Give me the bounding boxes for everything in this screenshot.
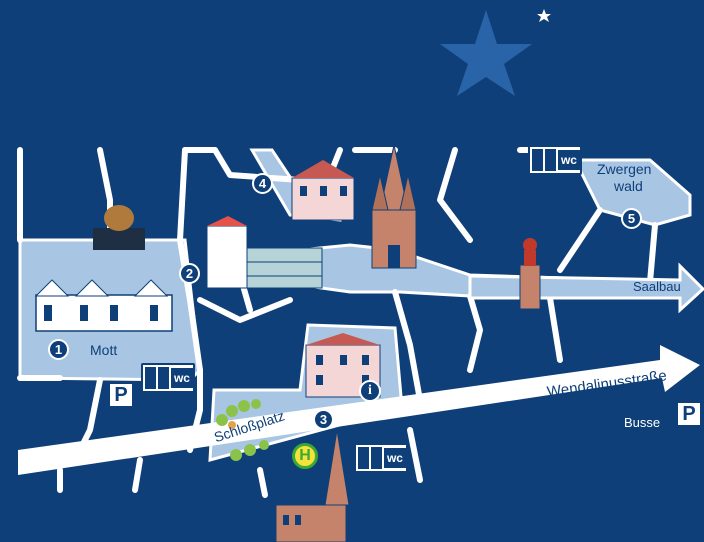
- person-icon: [370, 447, 382, 469]
- person-icon: [145, 367, 156, 389]
- museum-building: [93, 205, 145, 250]
- bus-stop-icon[interactable]: H: [292, 443, 318, 469]
- schlossplatz-trees: [216, 399, 269, 461]
- label-zwergenwald-2: wald: [614, 178, 643, 194]
- saalbau-road: [468, 262, 704, 314]
- wendalinusstrasse-road: [18, 345, 700, 475]
- modern-building: [206, 216, 323, 289]
- marker-3[interactable]: 3: [313, 409, 334, 430]
- person-icon: [157, 367, 169, 389]
- large-star-icon: [440, 10, 532, 96]
- wc-sign-church[interactable]: wc: [354, 443, 408, 473]
- palace-building: [291, 160, 355, 221]
- label-saalbau: Saalbau: [633, 279, 681, 294]
- wc-text: wc: [170, 368, 193, 388]
- mott-building: [34, 279, 173, 332]
- info-icon[interactable]: i: [359, 380, 381, 402]
- parking-garage-icon[interactable]: P: [108, 382, 134, 408]
- label-mott: Mott: [90, 342, 118, 358]
- marker-4[interactable]: 4: [252, 173, 273, 194]
- marker-1[interactable]: 1: [48, 339, 69, 360]
- label-zwergenwald-1: Zwergen: [597, 161, 652, 177]
- church-building: [275, 429, 350, 542]
- wc-sign-zwergenwald[interactable]: wc: [528, 145, 582, 175]
- label-busse: Busse: [624, 415, 661, 430]
- parking-busse-icon[interactable]: P: [676, 401, 702, 427]
- person-icon: [358, 447, 369, 469]
- marker-5[interactable]: 5: [621, 208, 642, 229]
- wc-text: wc: [557, 150, 580, 170]
- statue-column: [519, 238, 541, 310]
- basilica-building: [371, 144, 417, 269]
- small-star-icon: [537, 9, 551, 22]
- person-icon: [544, 149, 556, 171]
- wc-text: wc: [383, 448, 406, 468]
- marker-2[interactable]: 2: [179, 263, 200, 284]
- wc-sign-mott[interactable]: wc: [141, 363, 195, 393]
- person-icon: [532, 149, 543, 171]
